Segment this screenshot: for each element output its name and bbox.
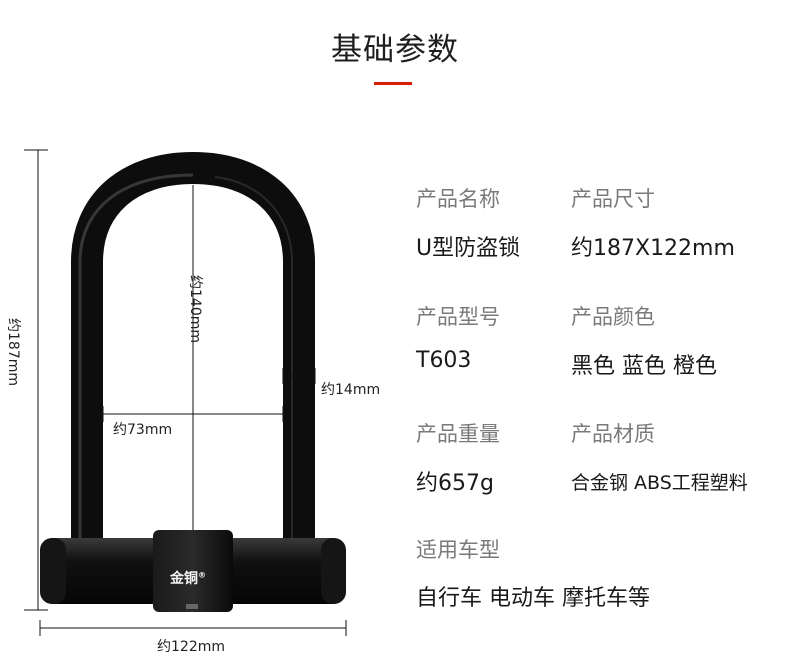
- dim-total-height: 约187mm: [5, 318, 21, 386]
- spec-model-value: T603: [416, 348, 472, 373]
- spec-model-label: 产品型号: [416, 305, 500, 329]
- spec-name-value: U型防盗锁: [416, 236, 521, 261]
- spec-color-label: 产品颜色: [571, 305, 655, 329]
- spec-color-value: 黑色 蓝色 橙色: [571, 354, 717, 379]
- shackle-highlight: [78, 173, 194, 540]
- dim-total-width: 约122mm: [157, 639, 225, 655]
- spec-vehicles-label: 适用车型: [416, 538, 500, 562]
- dim-shackle-diameter: 约14mm: [321, 382, 381, 398]
- shackle: [71, 151, 315, 545]
- spec-size-label: 产品尺寸: [571, 187, 655, 211]
- spec-size-value: 约187X122mm: [571, 236, 735, 261]
- title-underline: [374, 82, 412, 85]
- spec-material-label: 产品材质: [571, 422, 655, 446]
- dim-inner-height: 约140mm: [187, 275, 203, 343]
- spec-vehicles-value: 自行车 电动车 摩托车等: [416, 586, 650, 611]
- lock-cylinder: [153, 530, 233, 612]
- dimension-lines: [24, 149, 347, 636]
- spec-material-value: 合金钢 ABS工程塑料: [571, 472, 748, 494]
- brand-logo: 金铜®: [170, 570, 206, 587]
- spec-weight-value: 约657g: [416, 471, 494, 496]
- page-title: 基础参数: [331, 32, 459, 68]
- u-lock-illustration: [24, 149, 347, 636]
- dim-inner-width: 约73mm: [113, 422, 173, 438]
- spec-name-label: 产品名称: [416, 187, 500, 211]
- spec-weight-label: 产品重量: [416, 422, 500, 446]
